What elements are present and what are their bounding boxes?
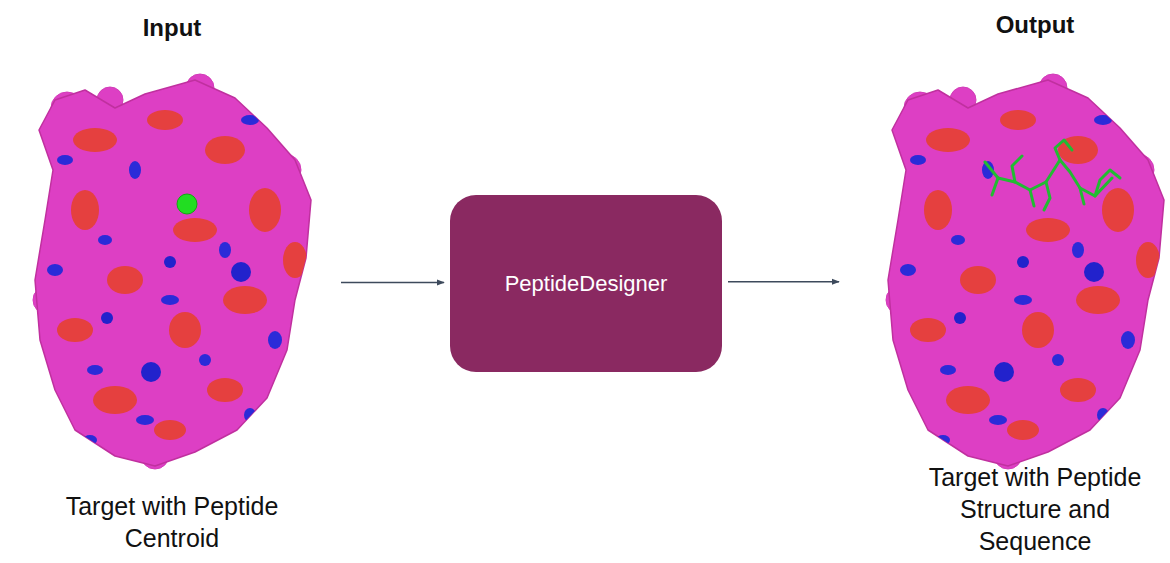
figure-panel: OutputTarget with Peptide Structure and … [845, 0, 1170, 560]
panel-heading: Output [996, 8, 1075, 42]
flow-arrow [341, 282, 444, 284]
flow-arrow [728, 281, 839, 283]
peptide-centroid [177, 194, 197, 214]
panel-caption: Target with Peptide Structure and Sequen… [919, 461, 1151, 557]
panel-caption: Target with Peptide Centroid [56, 490, 288, 554]
process-box: PeptideDesigner [450, 195, 722, 372]
figure-panel: InputTarget with Peptide Centroid [20, 5, 335, 558]
peptide-structure [985, 140, 1120, 210]
output-protein [886, 74, 1164, 469]
input-protein [33, 74, 311, 469]
panel-heading: Input [143, 11, 202, 45]
process-label: PeptideDesigner [505, 270, 668, 298]
